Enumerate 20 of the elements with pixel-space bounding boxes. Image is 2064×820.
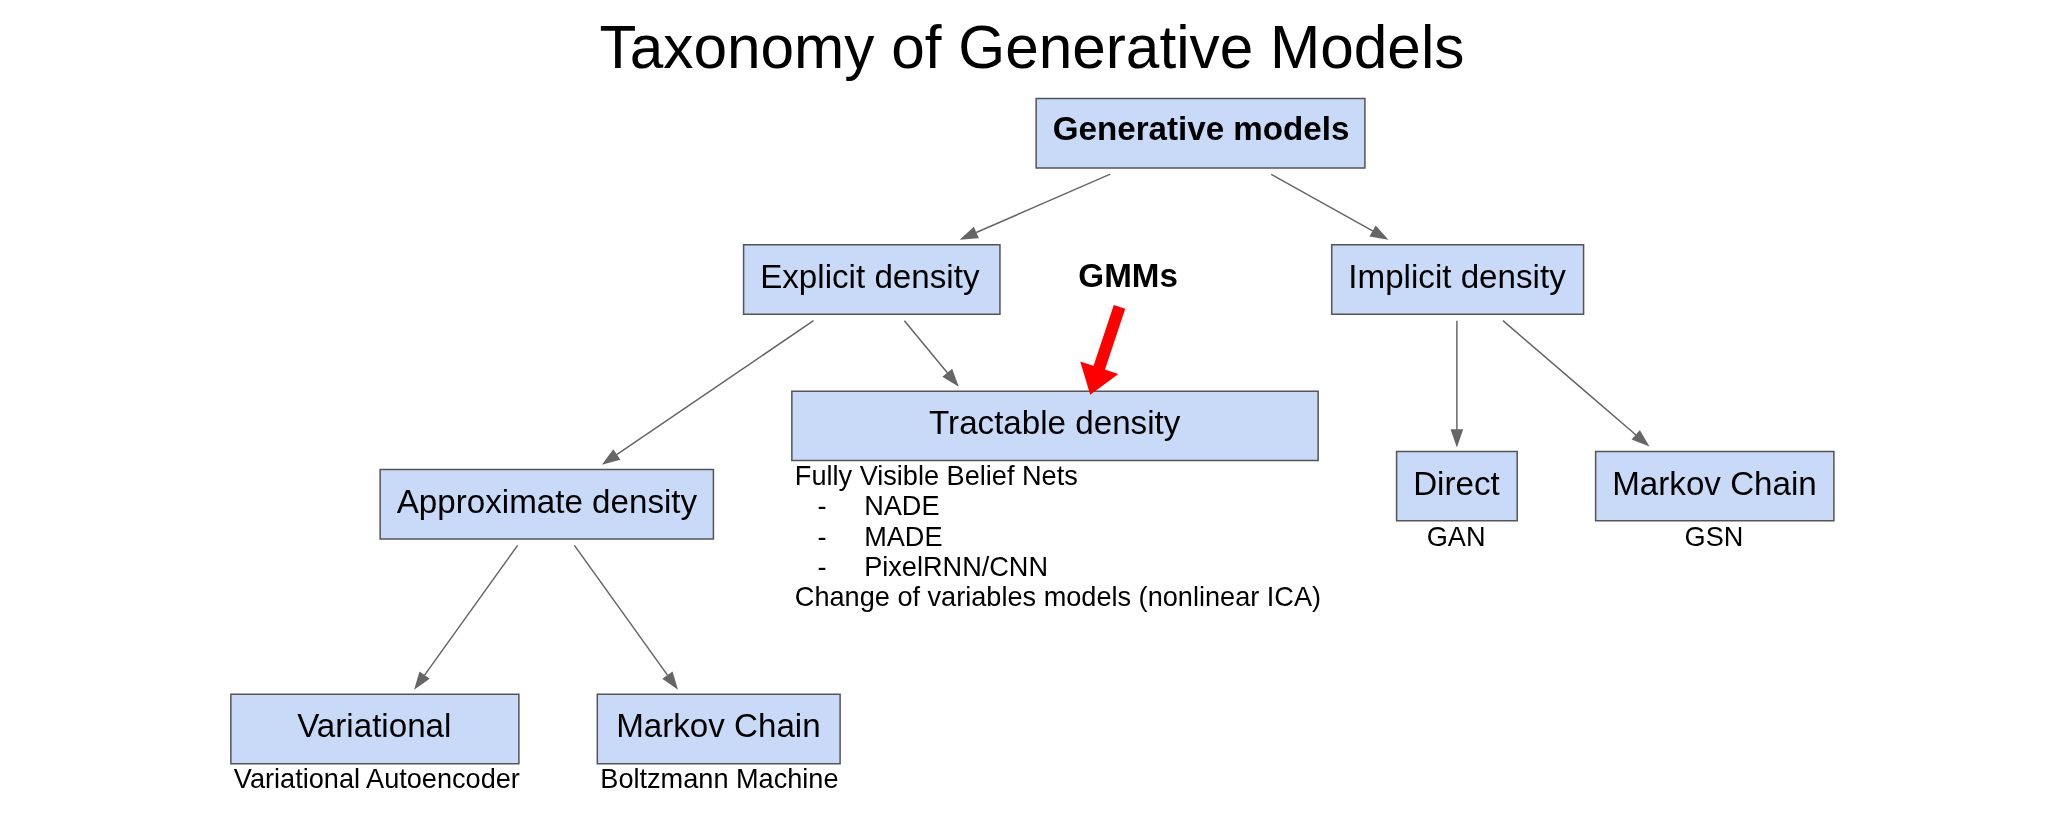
arrow (1270, 173, 1389, 240)
arrow (1080, 305, 1126, 395)
diagram-title: Taxonomy of Generative Models (599, 13, 1465, 82)
arrow (1502, 319, 1650, 447)
node-label: Variational Autoencoder (233, 763, 520, 795)
arrow (959, 173, 1111, 240)
arrow (573, 544, 678, 690)
arrow (414, 544, 519, 690)
node-label: GSN (1684, 520, 1744, 552)
node-label: GAN (1426, 520, 1486, 552)
arrow (1450, 319, 1464, 448)
node-label: Fully Visible Belief Nets (794, 460, 1078, 492)
node-label: - PixelRNN/CNN (817, 550, 1049, 582)
node-text: GMMs (1078, 256, 1178, 294)
node-label: Change of variables models (nonlinear ICA) (794, 580, 1322, 612)
arrow (601, 319, 815, 465)
node-label: - MADE (817, 520, 943, 552)
node-label: - NADE (817, 490, 940, 522)
arrow (903, 319, 959, 387)
node-label: Boltzmann Machine (600, 763, 839, 795)
